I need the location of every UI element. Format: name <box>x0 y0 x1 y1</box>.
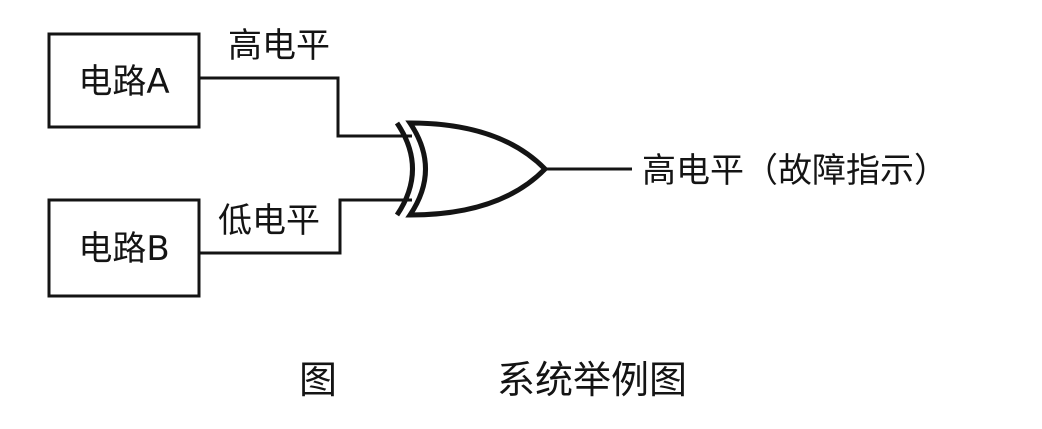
input-a-level-label: 高电平 <box>228 26 330 66</box>
input-b-level-label: 低电平 <box>218 201 320 241</box>
figure-title: 系统举例图 <box>497 358 687 402</box>
circuit-a-box <box>47 32 201 129</box>
circuit-b-block: 电路B <box>47 198 201 298</box>
xor-gate-body <box>405 120 549 218</box>
circuit-a-block: 电路A <box>47 32 201 129</box>
xor-gate-extra-arc <box>394 121 415 217</box>
xor-gate-symbol <box>394 120 549 218</box>
circuit-b-label: 电路B <box>78 229 169 269</box>
circuit-b-box <box>47 198 201 298</box>
circuit-a-label: 电路A <box>78 62 169 102</box>
output-level-label: 高电平（故障指示） <box>642 151 948 191</box>
wire-a-to-gate <box>199 76 412 138</box>
wire-b-to-gate <box>199 198 412 255</box>
figure-prefix: 图 <box>299 358 337 402</box>
